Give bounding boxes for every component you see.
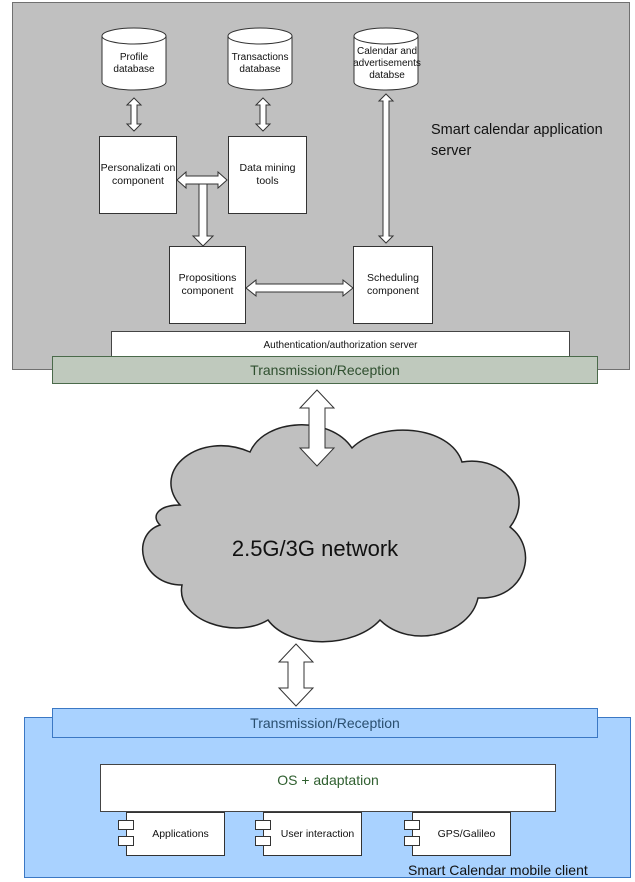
double-arrow-icon: [245, 278, 354, 298]
calendar-database-cylinder: [353, 27, 419, 91]
os-adaptation-label: OS + adaptation: [277, 772, 379, 788]
transactions-database-label: Transactions database: [231, 52, 289, 75]
user-interaction-label: User interaction: [280, 828, 355, 840]
component-tab-icon: [255, 820, 271, 830]
component-tab-icon: [118, 836, 134, 846]
user-interaction-component: User interaction: [263, 812, 362, 856]
propositions-component-box: Propositions component: [169, 246, 246, 324]
calendar-database-label: Calendar and advertisements databse: [353, 46, 421, 81]
double-arrow-icon: [277, 643, 315, 707]
personalization-component-box: Personalizati on component: [99, 136, 177, 214]
data-mining-tools-box: Data mining tools: [228, 136, 307, 214]
profile-database-label: Profile database: [113, 52, 155, 75]
server-diagram-shapes: [101, 27, 419, 298]
double-arrow-icon: [125, 97, 143, 132]
client-transmission-reception-bar: Transmission/Reception: [52, 708, 598, 738]
double-arrow-icon: [176, 170, 228, 190]
component-tab-icon: [404, 820, 420, 830]
component-tab-icon: [118, 820, 134, 830]
os-adaptation-box: [100, 764, 556, 812]
component-tab-icon: [255, 836, 271, 846]
applications-component: Applications: [126, 812, 225, 856]
server-transmission-reception-bar: Transmission/Reception: [52, 356, 598, 384]
applications-label: Applications: [152, 828, 209, 840]
down-arrow-icon: [191, 183, 215, 247]
transactions-database-cylinder: [227, 27, 293, 91]
double-arrow-icon: [298, 389, 336, 467]
gps-galileo-label: GPS/Galileo: [437, 828, 496, 840]
double-arrow-icon: [254, 97, 272, 132]
double-arrow-icon: [377, 93, 395, 244]
gps-galileo-component: GPS/Galileo: [412, 812, 511, 856]
server-label: Smart calendar application server: [431, 122, 603, 159]
component-tab-icon: [404, 836, 420, 846]
client-label: Smart Calendar mobile client: [408, 862, 588, 878]
network-label: 2.5G/3G network: [231, 536, 399, 561]
profile-database-cylinder: [101, 27, 167, 91]
network-arrows: [277, 389, 336, 707]
scheduling-component-box: Scheduling component: [353, 246, 433, 324]
authentication-server-bar: Authentication/authorization server: [111, 331, 570, 359]
